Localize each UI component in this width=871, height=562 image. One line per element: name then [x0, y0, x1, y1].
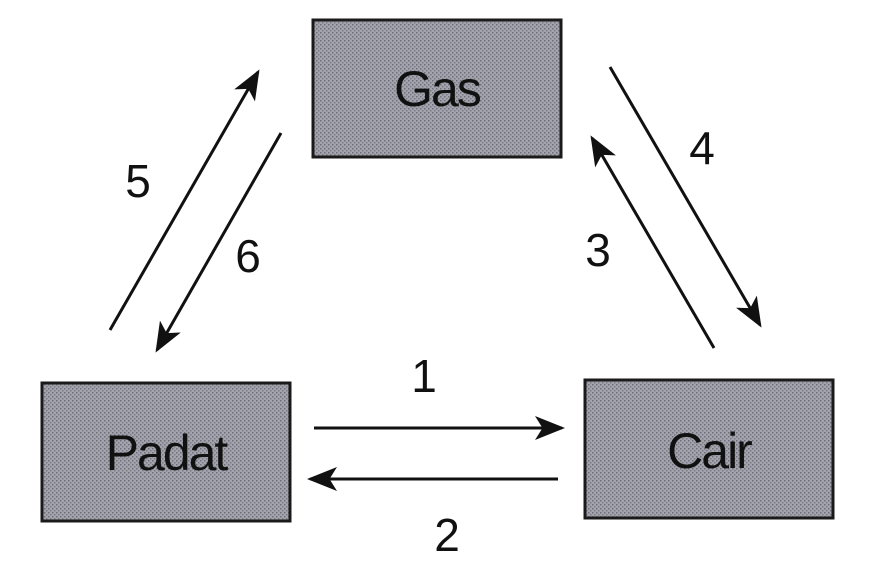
- arrow-6-gas-to-padat: [155, 132, 283, 353]
- arrow-1-label: 1: [411, 350, 437, 402]
- state-box-padat: Padat: [40, 381, 292, 523]
- arrow-4-label: 4: [689, 122, 715, 174]
- arrow-2-label: 2: [434, 509, 460, 561]
- arrow-5-padat-to-gas: [108, 69, 260, 331]
- arrow-5-label: 5: [125, 155, 151, 207]
- cair-box-background: [583, 378, 835, 520]
- state-box-cair: Cair: [583, 378, 835, 520]
- arrow-3-label: 3: [585, 224, 611, 276]
- padat-label: Padat: [106, 425, 229, 481]
- cair-label: Cair: [667, 423, 752, 479]
- gas-label: Gas: [394, 61, 481, 117]
- arrow-3-cair-to-gas: [590, 135, 716, 349]
- gas-box-background: [311, 18, 563, 159]
- arrow-4-gas-to-cair: [608, 66, 762, 328]
- arrow-6-label: 6: [235, 230, 261, 282]
- state-box-gas: Gas: [311, 18, 563, 159]
- padat-box-background: [40, 381, 292, 523]
